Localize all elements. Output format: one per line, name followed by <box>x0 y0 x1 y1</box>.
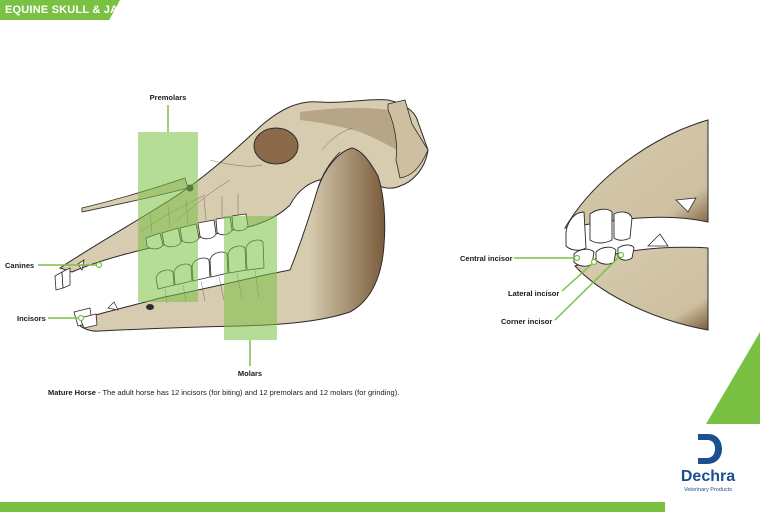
central-incisor-label: Central incisor <box>460 254 513 263</box>
lateral-incisor-marker <box>590 258 598 266</box>
title-banner <box>0 0 120 20</box>
closeup-upper-jaw <box>564 119 709 229</box>
incisor-closeup <box>564 119 709 331</box>
lower-canine <box>107 301 119 311</box>
closeup-lower-canine <box>647 233 669 247</box>
mandible <box>77 147 386 332</box>
incisors-marker <box>77 314 85 322</box>
caption-bold: Mature Horse <box>48 388 96 397</box>
upper-incisors-canines <box>54 259 85 291</box>
canines-marker <box>95 261 103 269</box>
central-incisor-marker <box>573 254 581 262</box>
lateral-incisor-label: Lateral incisor <box>508 289 559 298</box>
logo-wordmark: Dechra <box>680 468 736 485</box>
dechra-d-icon <box>698 434 722 464</box>
eye-socket <box>253 127 299 165</box>
canines-label: Canines <box>5 261 34 270</box>
mental-foramen <box>146 304 154 310</box>
lateral-incisor-leader <box>561 263 593 292</box>
closeup-upper-incisors <box>565 208 633 251</box>
molars-label: Molars <box>238 369 262 378</box>
logo-tagline: Veterinary Products <box>684 487 732 493</box>
molars-highlight <box>224 216 277 340</box>
bottom-bar <box>0 502 665 512</box>
corner-incisor-marker <box>617 251 625 259</box>
cranium-shadow <box>300 107 412 160</box>
corner-incisor-leader <box>554 257 619 321</box>
premolars-highlight <box>138 132 198 302</box>
caption-text: - The adult horse has 12 incisors (for b… <box>95 388 400 397</box>
caption: Mature Horse - The adult horse has 12 in… <box>48 388 648 397</box>
corner-incisor-label: Corner incisor <box>501 317 552 326</box>
occipital-bone <box>387 99 429 179</box>
page-title: EQUINE SKULL & JAW <box>5 4 129 16</box>
dechra-logo: Dechra Veterinary Products <box>668 430 748 502</box>
premolars-label: Premolars <box>150 93 187 102</box>
lower-jaw <box>77 147 386 332</box>
coronoid-process <box>317 151 341 189</box>
closeup-upper-canine <box>675 197 697 213</box>
incisors-label: Incisors <box>17 314 46 323</box>
